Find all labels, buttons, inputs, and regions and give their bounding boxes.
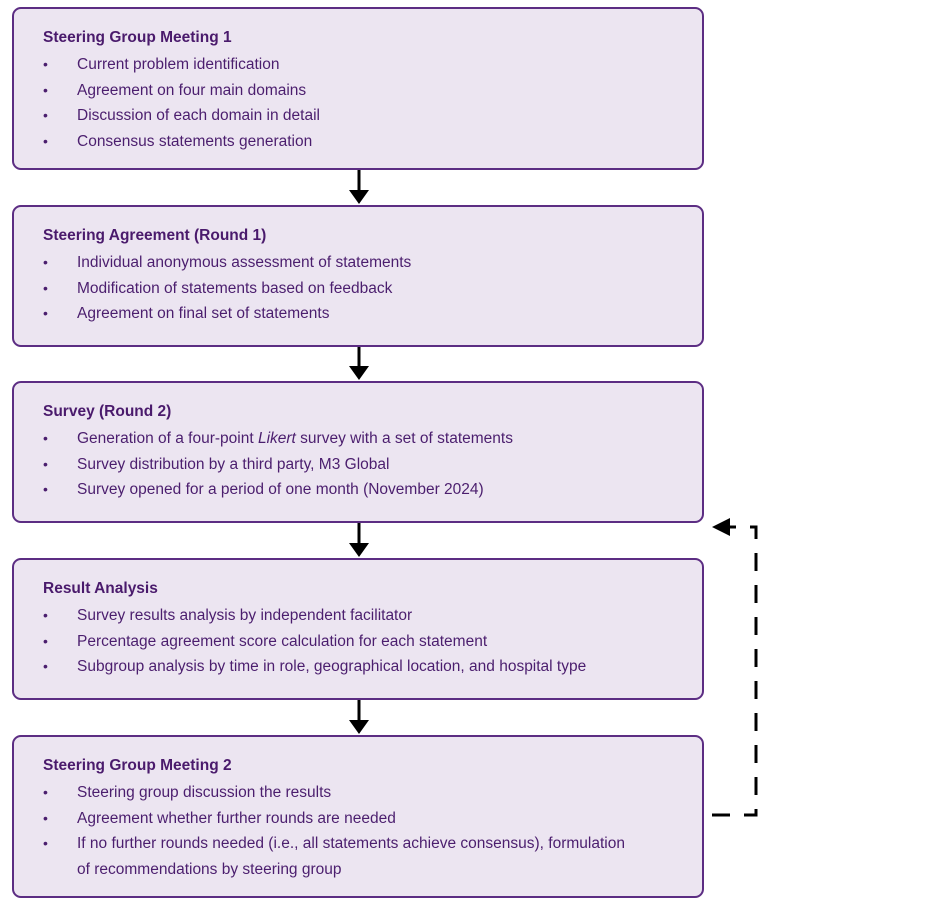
list-item: •Individual anonymous assessment of stat… — [43, 250, 682, 276]
arrow-left-icon — [712, 518, 730, 536]
step-steering-group-meeting-1: Steering Group Meeting 1 •Current proble… — [12, 7, 704, 170]
bullet-icon: • — [43, 607, 48, 623]
list-item: •Consensus statements generation — [43, 129, 682, 155]
arrow-down-icon — [349, 170, 369, 204]
step-survey-round-2: Survey (Round 2) •Generation of a four-p… — [12, 381, 704, 523]
bullet-icon: • — [43, 430, 48, 446]
bullet-icon: • — [43, 658, 48, 674]
list-item: •Agreement whether further rounds are ne… — [43, 806, 642, 832]
step-items: •Current problem identification •Agreeme… — [43, 52, 682, 154]
step-steering-group-meeting-2: Steering Group Meeting 2 •Steering group… — [12, 735, 704, 898]
step-items: •Steering group discussion the results •… — [43, 780, 642, 882]
bullet-icon: • — [43, 835, 48, 851]
arrow-down-icon — [349, 700, 369, 734]
list-item: •Survey results analysis by independent … — [43, 603, 682, 629]
bullet-icon: • — [43, 632, 48, 649]
bullet-icon: • — [43, 784, 48, 800]
list-item: •Steering group discussion the results — [43, 780, 642, 806]
bullet-icon: • — [43, 107, 48, 123]
italic-term: Likert — [257, 430, 296, 447]
step-result-analysis: Result Analysis •Survey results analysis… — [12, 558, 704, 700]
step-items: •Generation of a four-point Likert surve… — [43, 426, 682, 503]
list-item: •Subgroup analysis by time in role, geog… — [43, 654, 682, 680]
list-item: •Discussion of each domain in detail — [43, 103, 682, 129]
step-title: Survey (Round 2) — [43, 403, 172, 420]
list-item: •Modification of statements based on fee… — [43, 276, 682, 302]
list-item: •Survey opened for a period of one month… — [43, 477, 682, 503]
step-title: Steering Group Meeting 1 — [43, 29, 232, 46]
list-item: •Generation of a four-point Likert surve… — [43, 426, 682, 452]
bullet-icon: • — [43, 132, 48, 149]
step-steering-agreement-round-1: Steering Agreement (Round 1) •Individual… — [12, 205, 704, 347]
bullet-icon: • — [43, 56, 48, 72]
bullet-icon: • — [43, 305, 48, 321]
bullet-icon: • — [43, 254, 48, 270]
list-item: •Percentage agreement score calculation … — [43, 629, 682, 655]
step-items: •Survey results analysis by independent … — [43, 603, 682, 680]
feedback-loop-dashed-arrow — [712, 518, 758, 817]
bullet-icon: • — [43, 455, 48, 472]
bullet-icon: • — [43, 809, 48, 826]
arrow-down-icon — [349, 523, 369, 557]
list-item: •Agreement on final set of statements — [43, 301, 682, 327]
list-item: •Agreement on four main domains — [43, 78, 682, 104]
step-title: Steering Group Meeting 2 — [43, 757, 232, 774]
bullet-icon: • — [43, 81, 48, 98]
bullet-icon: • — [43, 279, 48, 296]
arrow-down-icon — [349, 347, 369, 380]
step-title: Result Analysis — [43, 580, 158, 597]
list-item: •Survey distribution by a third party, M… — [43, 452, 682, 478]
list-item: •Current problem identification — [43, 52, 682, 78]
list-item: •If no further rounds needed (i.e., all … — [43, 831, 642, 882]
bullet-icon: • — [43, 481, 48, 497]
step-title: Steering Agreement (Round 1) — [43, 227, 267, 244]
step-items: •Individual anonymous assessment of stat… — [43, 250, 682, 327]
